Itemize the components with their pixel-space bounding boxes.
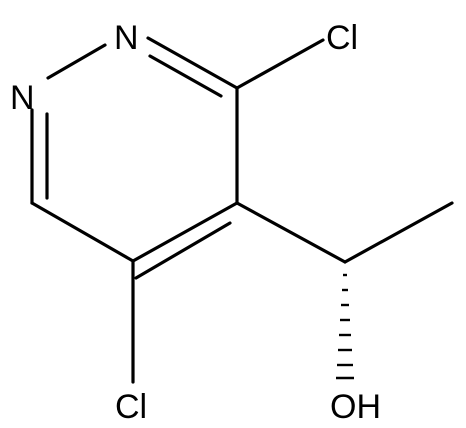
bond-c4-c5 [131,201,239,263]
bond-c3-c4 [30,201,135,263]
hashed-wedge-bond [336,273,354,380]
bond-n1-n2 [46,43,107,80]
bond-c5-chiral [235,201,347,264]
bond-c6-cl [235,38,325,90]
bond-c6-n1 [146,36,239,90]
atom-label-n-top: N [114,19,139,57]
bond-chiral-methyl [343,201,454,264]
bond-c4-c5-inner [134,221,232,280]
bond-c6-n1-inner [148,54,223,98]
atom-label-cl-top: Cl [326,19,358,57]
atom-label-oh: OH [330,388,381,426]
atom-label-n-left: N [10,79,35,117]
atom-label-cl-bottom: Cl [115,388,147,426]
